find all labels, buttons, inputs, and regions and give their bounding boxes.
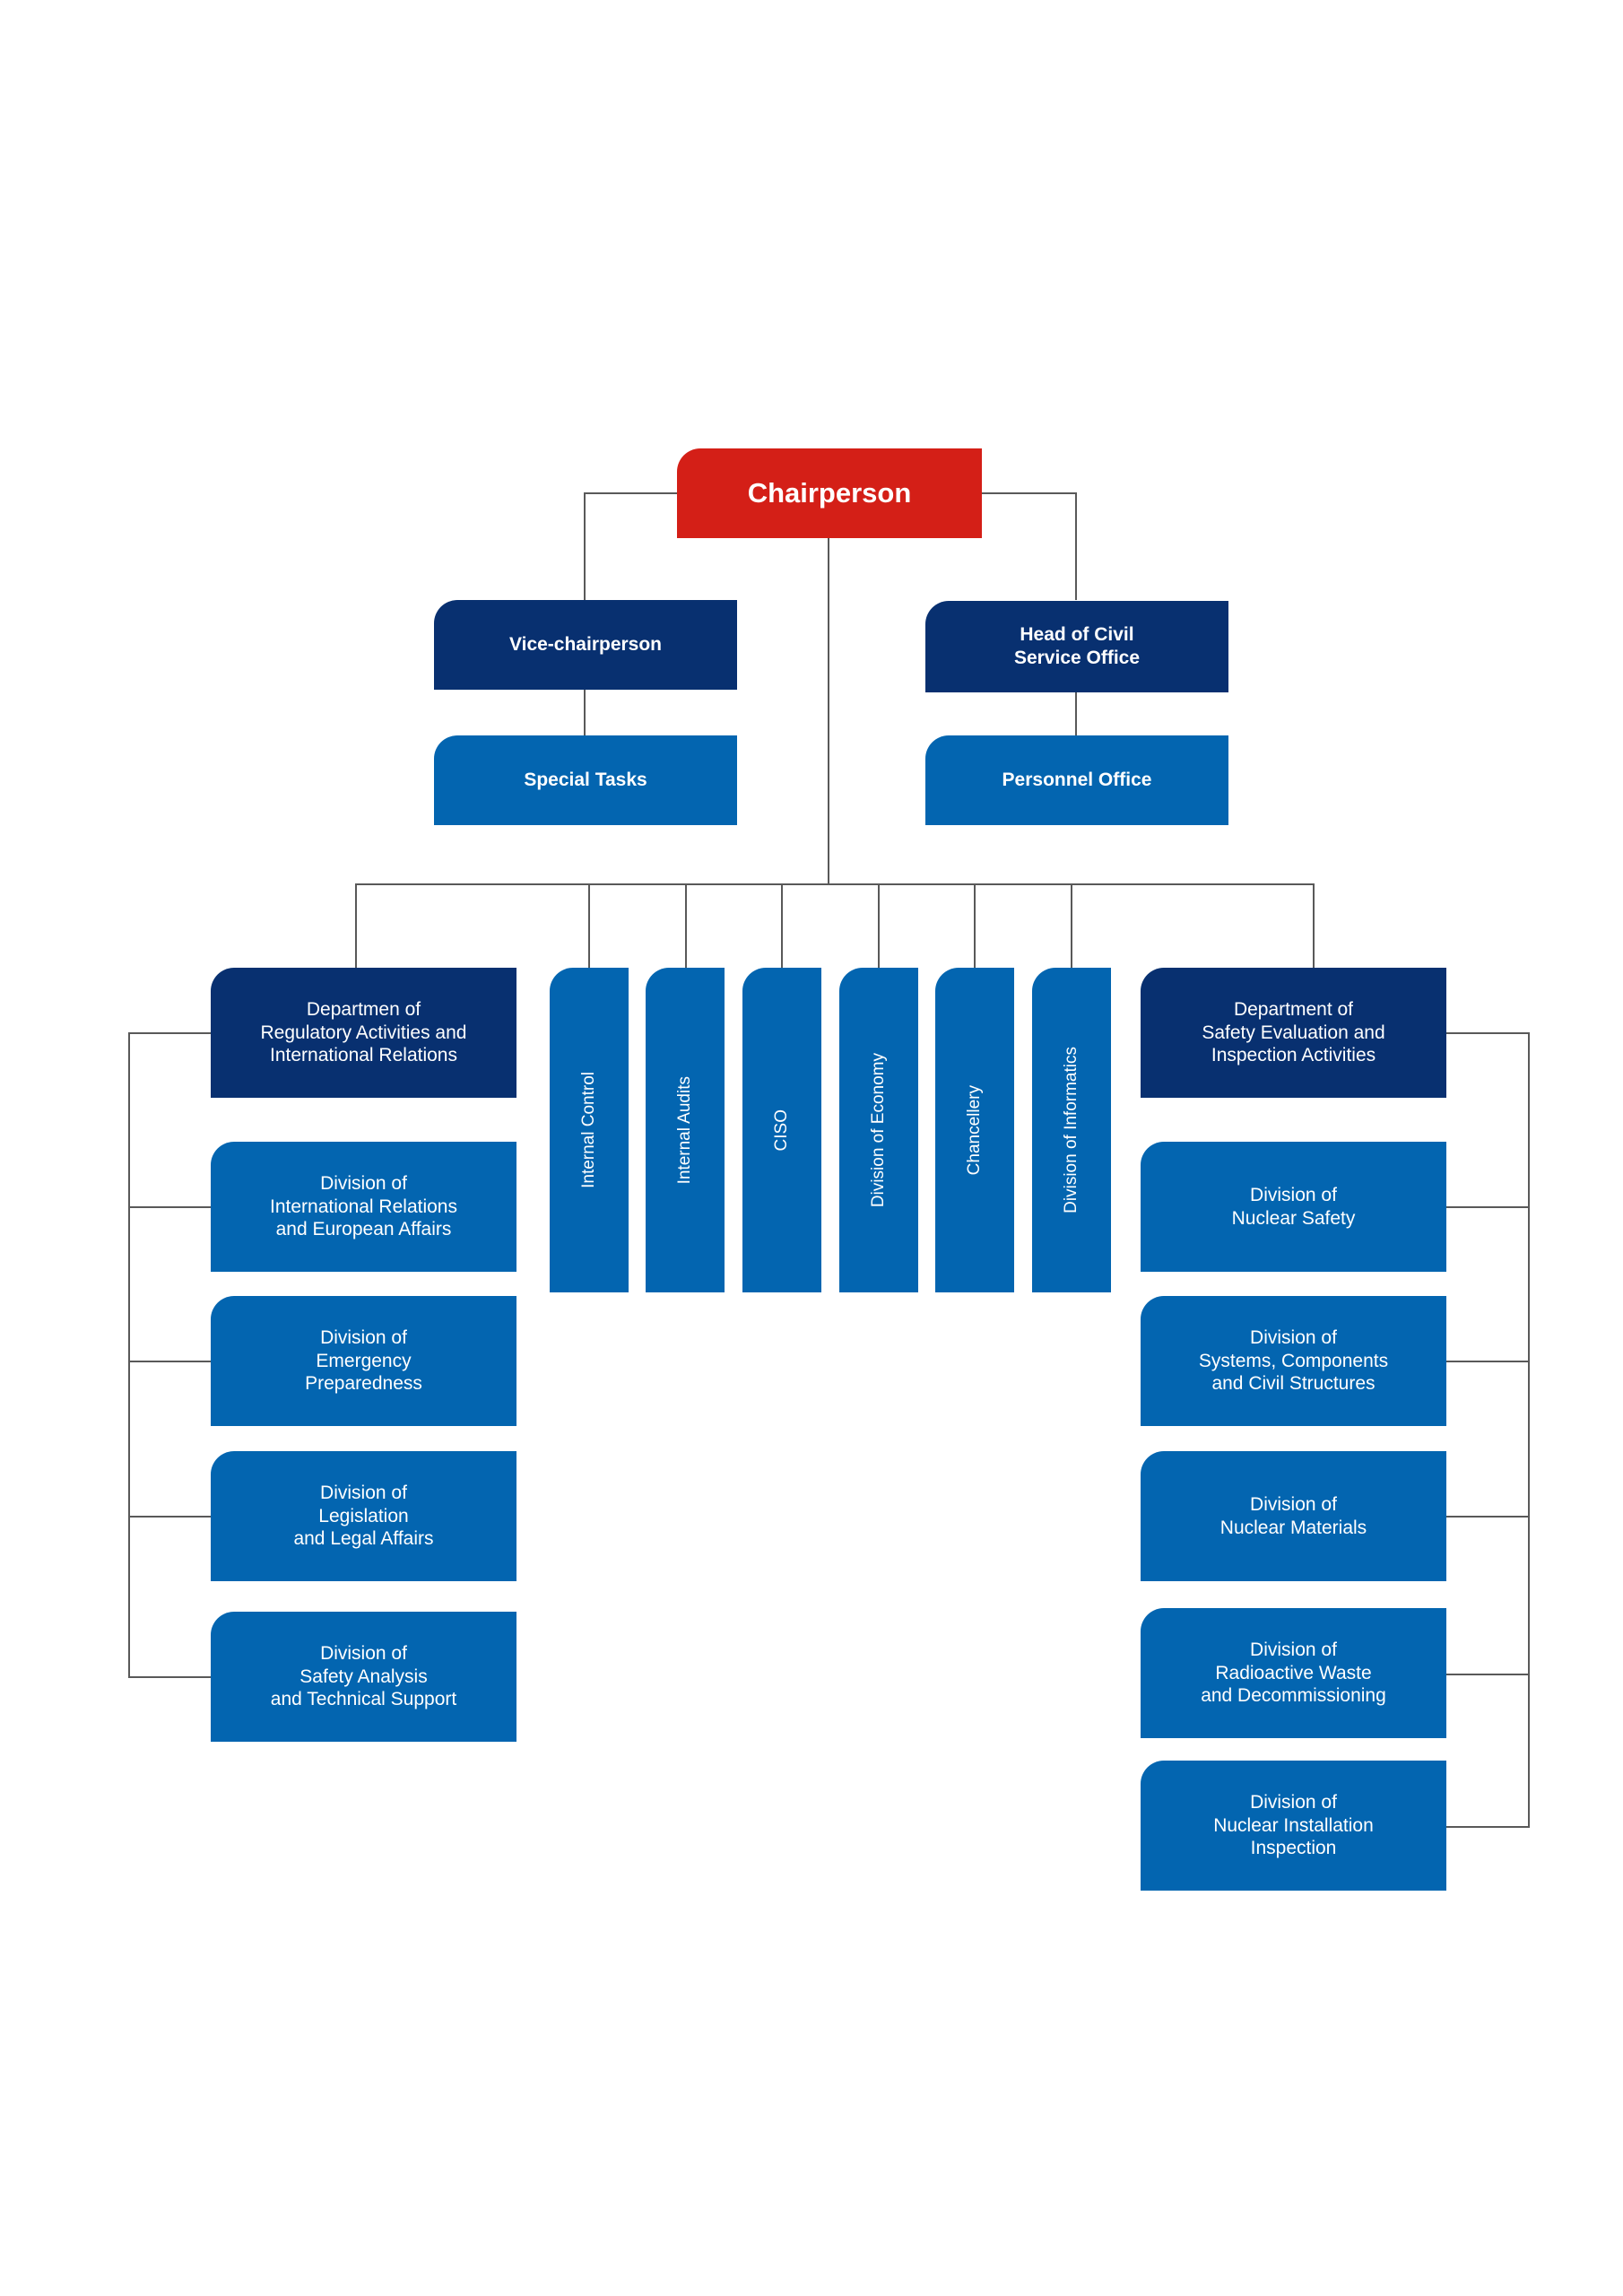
connector-left-dept-rail (128, 1032, 130, 1677)
connector-root-spine (828, 538, 829, 884)
node-division-economy-label: Division of Economy (869, 1052, 888, 1208)
connector-left-stub-div-3 (128, 1516, 211, 1518)
node-division-nuclear-installation-inspection[interactable]: Division of Nuclear Installation Inspect… (1141, 1761, 1446, 1891)
node-department-regulatory-activities[interactable]: Departmen of Regulatory Activities and I… (211, 968, 516, 1098)
node-division-radioactive-waste-decommissioning-label: Division of Radioactive Waste and Decomm… (1201, 1639, 1386, 1707)
connector-root-right-arm (981, 492, 1076, 494)
node-chancellery[interactable]: Chancellery (935, 968, 1014, 1292)
connector-head-to-personnel (1075, 692, 1077, 735)
connector-right-stub-div-4 (1445, 1674, 1530, 1675)
node-division-nuclear-safety[interactable]: Division of Nuclear Safety (1141, 1142, 1446, 1272)
node-division-informatics-label: Division of Informatics (1062, 1047, 1081, 1213)
connector-bus-drop-ciso (781, 883, 783, 968)
node-ciso-label: CISO (772, 1109, 791, 1152)
connector-bus-drop-dept-left (355, 883, 357, 968)
node-special-tasks[interactable]: Special Tasks (434, 735, 737, 825)
connector-bus-drop-dept-right (1313, 883, 1315, 968)
connector-left-arm-drop (584, 492, 586, 600)
node-division-safety-analysis-technical-support[interactable]: Division of Safety Analysis and Technica… (211, 1612, 516, 1742)
node-division-radioactive-waste-decommissioning[interactable]: Division of Radioactive Waste and Decomm… (1141, 1608, 1446, 1738)
node-division-safety-analysis-technical-support-label: Division of Safety Analysis and Technica… (270, 1643, 457, 1710)
connector-bus-drop-chancellery (974, 883, 976, 968)
node-internal-control-label: Internal Control (579, 1072, 598, 1188)
node-internal-control[interactable]: Internal Control (550, 968, 629, 1292)
node-division-nuclear-installation-inspection-label: Division of Nuclear Installation Inspect… (1213, 1792, 1374, 1859)
node-division-international-relations[interactable]: Division of International Relations and … (211, 1142, 516, 1272)
node-chancellery-label: Chancellery (965, 1084, 984, 1176)
node-head-civil-service-office-label: Head of Civil Service Office (1013, 624, 1141, 668)
connector-bus-drop-division-informatics (1071, 883, 1072, 968)
node-division-nuclear-safety-label: Division of Nuclear Safety (1231, 1184, 1356, 1229)
node-division-systems-components-civil-structures-label: Division of Systems, Components and Civi… (1198, 1327, 1389, 1395)
node-division-nuclear-materials[interactable]: Division of Nuclear Materials (1141, 1451, 1446, 1581)
node-vice-chairperson[interactable]: Vice-chairperson (434, 600, 737, 690)
node-ciso[interactable]: CISO (742, 968, 821, 1292)
node-special-tasks-label: Special Tasks (524, 770, 647, 791)
node-personnel-office-label: Personnel Office (1002, 770, 1152, 791)
node-department-safety-evaluation-inspection-label: Department of Safety Evaluation and Insp… (1202, 999, 1385, 1066)
connector-right-stub-div-3 (1445, 1516, 1530, 1518)
node-division-legislation-legal-affairs[interactable]: Division of Legislation and Legal Affair… (211, 1451, 516, 1581)
connector-bus-drop-internal-audits (685, 883, 687, 968)
connector-right-dept-rail (1528, 1032, 1530, 1827)
connector-left-stub-div-2 (128, 1361, 211, 1362)
node-division-nuclear-materials-label: Division of Nuclear Materials (1219, 1493, 1367, 1538)
node-division-emergency-preparedness[interactable]: Division of Emergency Preparedness (211, 1296, 516, 1426)
connector-bus-drop-division-economy (878, 883, 880, 968)
connector-vice-to-special-tasks (584, 689, 586, 735)
node-division-legislation-legal-affairs-label: Division of Legislation and Legal Affair… (293, 1483, 434, 1550)
node-division-systems-components-civil-structures[interactable]: Division of Systems, Components and Civi… (1141, 1296, 1446, 1426)
connector-root-left-arm (584, 492, 677, 494)
node-internal-audits[interactable]: Internal Audits (646, 968, 725, 1292)
connector-right-stub-dept (1445, 1032, 1530, 1034)
connector-left-stub-dept (128, 1032, 211, 1034)
node-division-informatics[interactable]: Division of Informatics (1032, 968, 1111, 1292)
node-head-civil-service-office[interactable]: Head of Civil Service Office (925, 601, 1228, 692)
node-division-international-relations-label: Division of International Relations and … (270, 1173, 457, 1240)
connector-main-bus (355, 883, 1315, 885)
node-division-economy[interactable]: Division of Economy (839, 968, 918, 1292)
node-chairperson-label: Chairperson (747, 477, 912, 509)
node-internal-audits-label: Internal Audits (675, 1075, 694, 1185)
node-personnel-office[interactable]: Personnel Office (925, 735, 1228, 825)
connector-left-stub-div-1 (128, 1206, 211, 1208)
connector-right-arm-drop (1075, 492, 1077, 600)
node-division-emergency-preparedness-label: Division of Emergency Preparedness (305, 1327, 422, 1395)
node-department-safety-evaluation-inspection[interactable]: Department of Safety Evaluation and Insp… (1141, 968, 1446, 1098)
node-vice-chairperson-label: Vice-chairperson (508, 634, 663, 656)
connector-bus-drop-internal-control (588, 883, 590, 968)
connector-right-stub-div-2 (1445, 1361, 1530, 1362)
connector-right-stub-div-1 (1445, 1206, 1530, 1208)
connector-left-stub-div-4 (128, 1676, 211, 1678)
node-chairperson[interactable]: Chairperson (677, 448, 982, 538)
node-department-regulatory-activities-label: Departmen of Regulatory Activities and I… (260, 999, 467, 1066)
connector-right-stub-div-5 (1445, 1826, 1530, 1828)
